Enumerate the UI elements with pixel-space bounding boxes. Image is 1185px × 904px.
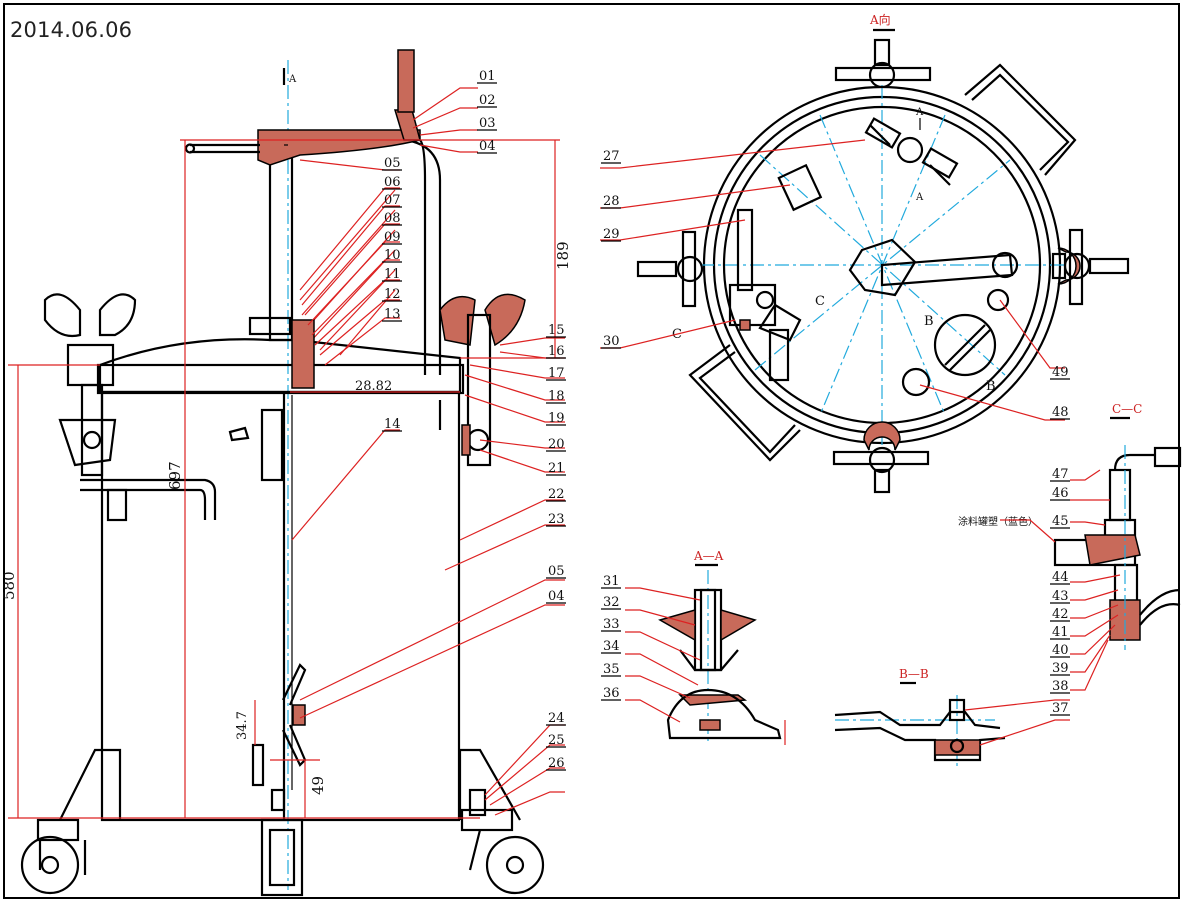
side-view [20, 49, 545, 897]
section-a-top-label: A [288, 74, 297, 85]
callout-right-45: 45 [1052, 514, 1069, 529]
callout-aa-35: 35 [603, 662, 620, 677]
top-view: A向 [600, 12, 1130, 494]
callout-main-03: 03 [479, 116, 496, 131]
color-note: 涂料罐塑（蓝色） [958, 515, 1038, 528]
dim-49: 49 [309, 776, 327, 795]
callout-top-29: 29 [603, 227, 620, 242]
callout-numbers: 01 02 03 04 05 06 07 08 09 10 11 12 13 14 15 16 17 18 19 20… [382, 69, 1070, 771]
callout-main-01: 01 [479, 69, 496, 84]
dim-189: 189 [554, 241, 572, 270]
callout-main-06: 06 [384, 175, 401, 190]
callout-right-42: 42 [1052, 607, 1069, 622]
section-aa-view: A—A [625, 549, 786, 745]
callout-main-11: 11 [384, 267, 401, 282]
dimension-labels: 189 697 580 34.7 49 28.82 [0, 241, 572, 795]
callout-main-18: 18 [548, 389, 565, 404]
callout-right-41: 41 [1052, 625, 1069, 640]
callout-main-25: 25 [548, 733, 565, 748]
callout-main-15: 15 [548, 323, 565, 338]
callout-main-05: 05 [548, 564, 565, 579]
callout-right-47: 47 [1052, 467, 1069, 482]
callout-main-05: 05 [384, 156, 401, 171]
callout-main-10: 10 [384, 248, 401, 263]
callout-top-27: 27 [603, 149, 620, 164]
dim-34-7: 34.7 [235, 711, 250, 740]
callout-aa-34: 34 [603, 639, 620, 654]
callout-main-09: 09 [384, 230, 401, 245]
callout-main-21: 21 [548, 461, 565, 476]
callout-main-23: 23 [548, 512, 565, 527]
dim-697: 697 [166, 461, 184, 490]
callout-main-26: 26 [548, 756, 565, 771]
callout-main-16: 16 [548, 344, 565, 359]
section-aa-label: A—A [693, 549, 724, 563]
callout-right-44: 44 [1052, 570, 1069, 585]
section-c-left-label: C [815, 294, 825, 309]
callout-right-46: 46 [1052, 486, 1069, 501]
callout-main-20: 20 [548, 437, 565, 452]
callout-right-40: 40 [1052, 643, 1069, 658]
section-bb-label: B—B [899, 667, 929, 681]
callout-main-04: 04 [548, 589, 565, 604]
callout-right-43: 43 [1052, 589, 1069, 604]
dim-580: 580 [0, 571, 18, 600]
section-b-right-label: B [986, 379, 996, 394]
section-a-view-label: A向 [869, 12, 891, 27]
section-marks: A [282, 68, 297, 146]
callout-aa-32: 32 [603, 595, 620, 610]
section-b-left-label: B [924, 314, 934, 329]
section-cc-view: C—C 涂料罐塑（蓝色） [958, 402, 1182, 691]
dim-28-82: 28.82 [355, 379, 392, 394]
callout-main-07: 07 [384, 193, 401, 208]
section-cc-label: C—C [1112, 402, 1142, 416]
callout-main-22: 22 [548, 487, 565, 502]
callout-main-12: 12 [384, 287, 401, 302]
callout-main-13: 13 [384, 307, 401, 322]
callout-aa-33: 33 [603, 617, 620, 632]
section-a-upper-label: A [915, 107, 924, 118]
date-stamp: 2014.06.06 [10, 18, 133, 42]
callout-main-17: 17 [548, 366, 565, 381]
callout-top-28: 28 [603, 194, 620, 209]
callout-main-19: 19 [548, 411, 565, 426]
callout-top-30: 30 [603, 334, 620, 349]
callout-right-39: 39 [1052, 661, 1069, 676]
callout-main-24: 24 [548, 711, 565, 726]
callout-main-04: 04 [479, 139, 496, 154]
callout-right-37: 37 [1052, 701, 1069, 716]
callout-top-48: 48 [1052, 405, 1069, 420]
main-dimensions [8, 139, 560, 819]
main-callout-leaders [291, 87, 565, 816]
callout-main-14: 14 [384, 417, 401, 432]
section-bb-view: B—B [834, 667, 1070, 770]
section-a-lower-label: A [915, 192, 924, 203]
callout-right-38: 38 [1052, 679, 1069, 694]
callout-main-08: 08 [384, 211, 401, 226]
callout-main-02: 02 [479, 93, 496, 108]
callout-aa-36: 36 [603, 686, 620, 701]
callout-top-49: 49 [1052, 365, 1069, 380]
callout-aa-31: 31 [603, 574, 620, 589]
